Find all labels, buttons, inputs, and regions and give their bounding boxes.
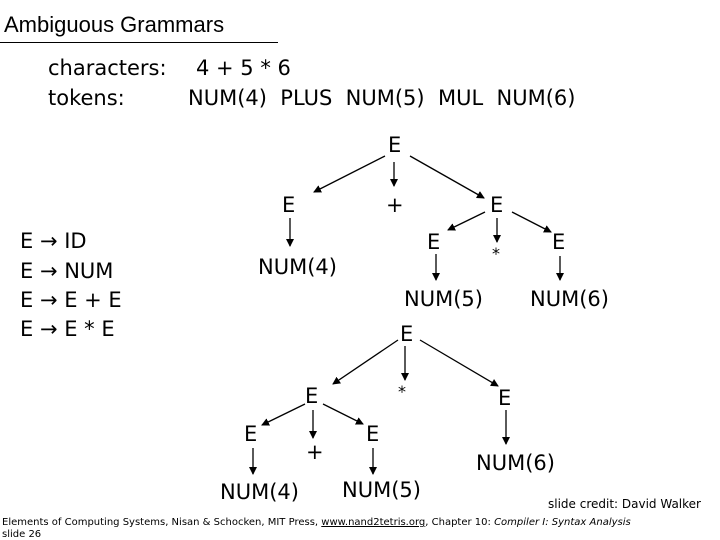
t1-num5-leaf: NUM(5) — [404, 287, 483, 311]
t2-plus-node: + — [306, 440, 324, 464]
t1-root-node: E — [388, 133, 402, 157]
t2-edge-root-left — [332, 339, 399, 385]
t1-num4-leaf: NUM(4) — [258, 255, 337, 279]
t2-edge-left-innerright — [322, 403, 364, 425]
footer-source: Elements of Computing Systems, Nisan & S… — [2, 517, 319, 528]
tokens-label: tokens: — [48, 86, 125, 110]
t1-mul-node: * — [492, 244, 500, 263]
t2-mul-node: * — [398, 382, 406, 401]
t2-num6-leaf: NUM(6) — [476, 451, 555, 475]
slide-title: Ambiguous Grammars — [4, 12, 225, 37]
t1-plus-node: + — [386, 193, 404, 217]
footer-slide-number: slide 26 — [2, 529, 42, 540]
t2-right-node: E — [498, 386, 512, 410]
tokens-value: NUM(4) PLUS NUM(5) MUL NUM(6) — [188, 86, 576, 110]
characters-label: characters: — [48, 56, 167, 80]
t1-inner-left-node: E — [427, 230, 441, 254]
footer-chapter-prefix: , Chapter 10: — [425, 517, 491, 528]
t2-edge-left-innerleft — [261, 403, 306, 426]
t2-num4-leaf: NUM(4) — [220, 480, 299, 504]
characters-value: 4 + 5 * 6 — [196, 56, 291, 80]
t2-left-node: E — [305, 384, 319, 408]
t1-edge-root-left — [313, 155, 386, 193]
grammar-rule-id: E → ID — [20, 229, 87, 253]
t1-left-node: E — [282, 193, 296, 217]
grammar-rule-num: E → NUM — [20, 259, 114, 283]
slide-credit: slide credit: David Walker — [548, 497, 701, 511]
t1-inner-right-node: E — [552, 230, 566, 254]
grammar-rule-plus: E → E + E — [20, 288, 122, 312]
footer-citation: Elements of Computing Systems, Nisan & S… — [2, 517, 631, 528]
t1-num6-leaf: NUM(6) — [530, 287, 609, 311]
t1-edge-root-right — [409, 155, 485, 199]
t2-root-node: E — [400, 322, 414, 346]
t2-num5-leaf: NUM(5) — [342, 478, 421, 502]
t1-edge-right-innerright — [511, 211, 552, 233]
t2-edge-root-right — [419, 339, 499, 387]
footer-chapter-title: Compiler I: Syntax Analysis — [494, 517, 631, 528]
title-underline-box — [0, 10, 278, 43]
t1-edge-right-innerleft — [447, 211, 486, 231]
footer-link[interactable]: www.nand2tetris.org — [321, 517, 426, 528]
grammar-rule-mul: E → E * E — [20, 317, 115, 341]
t1-right-node: E — [490, 193, 504, 217]
t2-inner-right-node: E — [366, 422, 380, 446]
t2-inner-left-node: E — [244, 422, 258, 446]
